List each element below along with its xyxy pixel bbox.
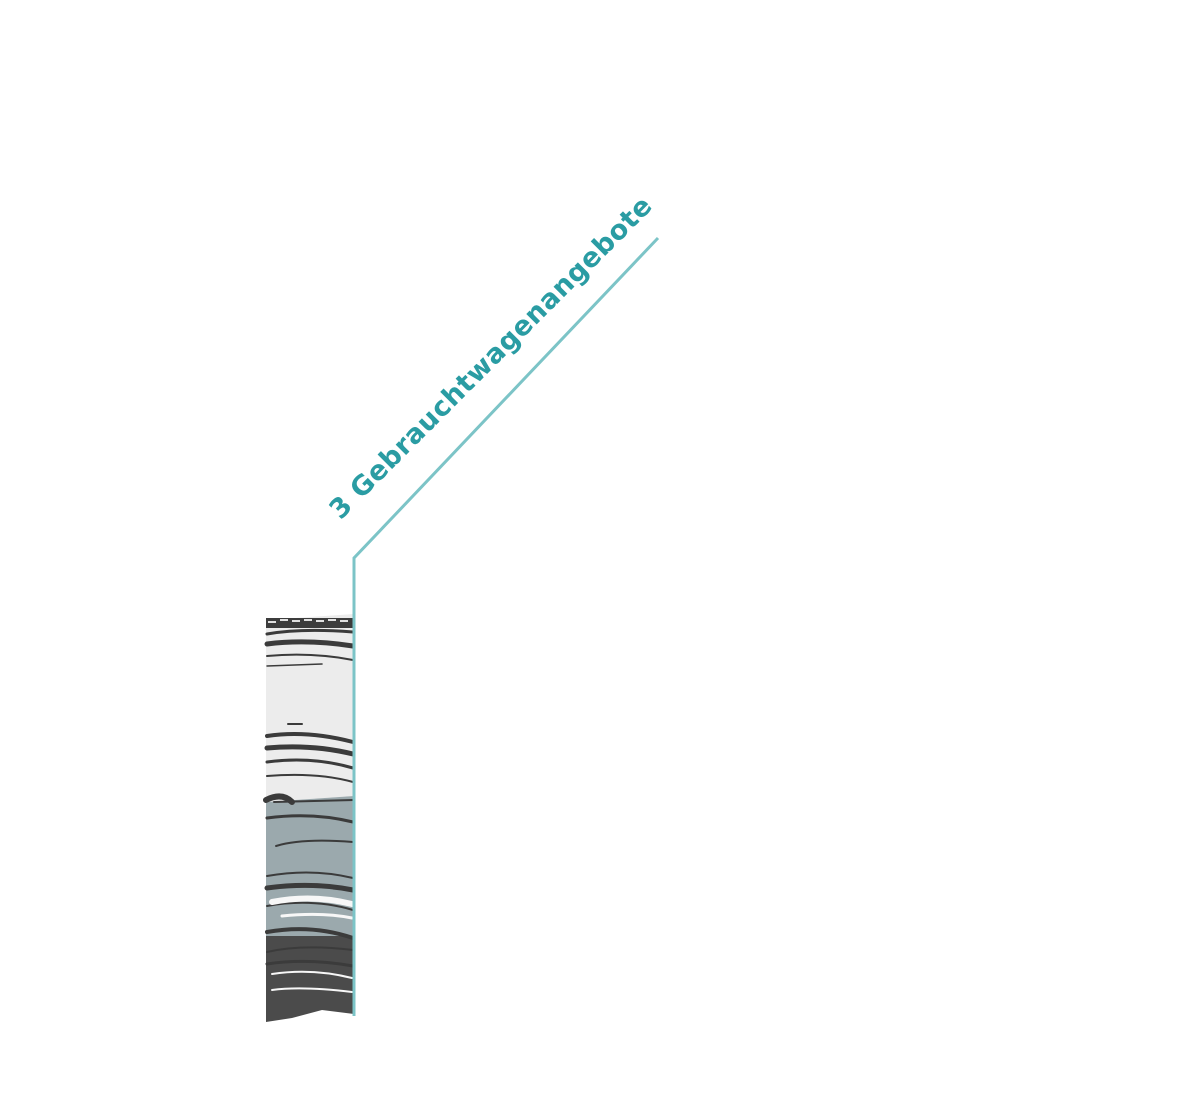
car-sketch-image — [263, 614, 356, 1022]
